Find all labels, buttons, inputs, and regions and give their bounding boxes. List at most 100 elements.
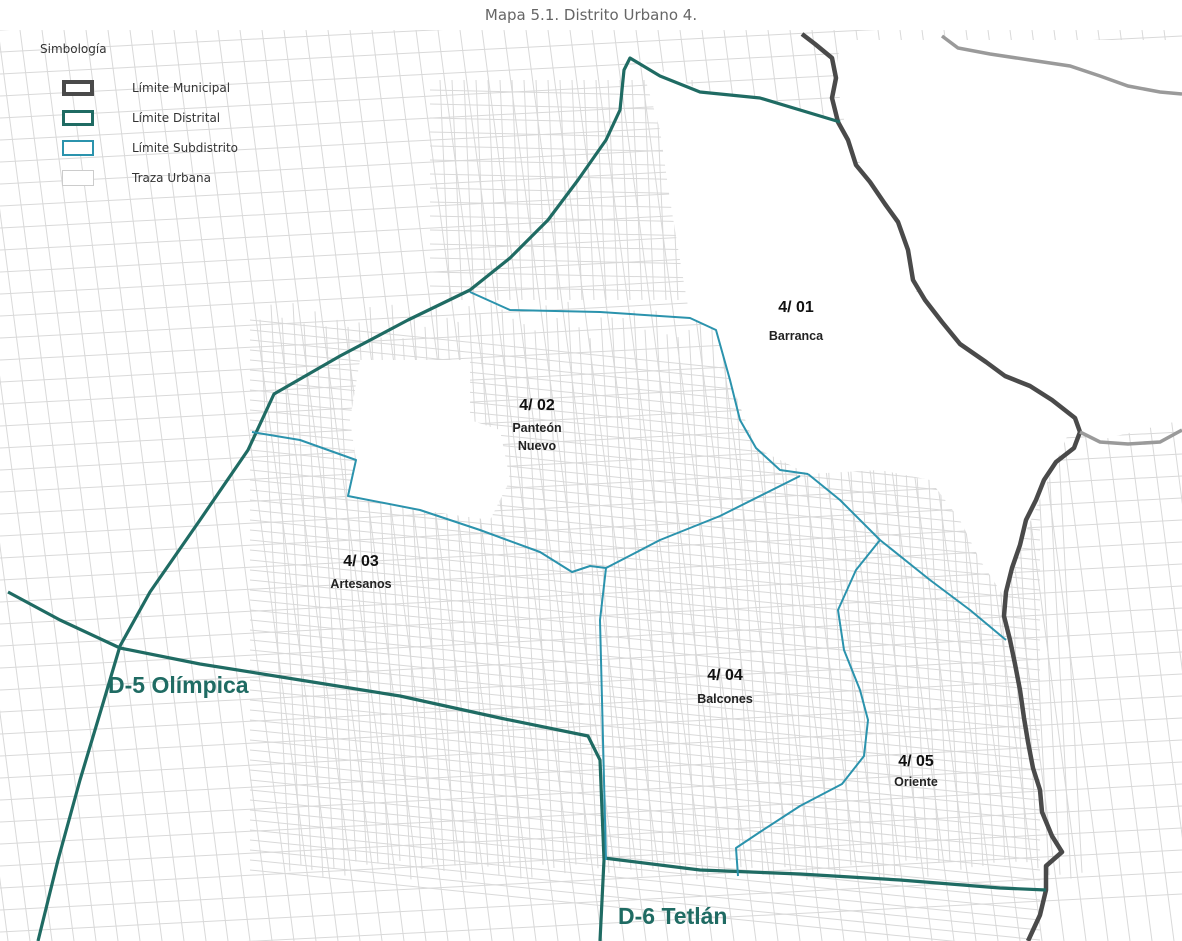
street-line	[429, 201, 701, 209]
street-line	[429, 173, 701, 181]
subdistrict-04-code: 4/ 04	[707, 667, 743, 684]
subdistrict-04-05-inner	[735, 539, 881, 877]
subdistrict-01-02-boundary	[469, 291, 809, 475]
street-line	[569, 30, 691, 941]
street-line	[429, 243, 701, 251]
district-5-6-boundary	[7, 590, 606, 941]
subdistrict-02-04-boundary	[605, 475, 801, 569]
subdistrict-03-code: 4/ 03	[343, 553, 379, 570]
district-4-boundary	[36, 56, 841, 941]
district-5-label: D-5 Olímpica	[108, 672, 249, 698]
street-line	[633, 310, 665, 865]
subdistrict-03-04-boundary	[599, 567, 607, 861]
street-line	[429, 229, 701, 237]
district-6-label: D-6 Tetlán	[618, 903, 727, 929]
street-line	[622, 318, 654, 869]
street-line	[249, 659, 1041, 741]
street-line	[249, 759, 1041, 841]
street-line	[249, 809, 1041, 891]
street-line	[607, 79, 619, 301]
legend-item-distrital: Límite Distrital	[62, 110, 282, 130]
street-line	[0, 607, 1182, 669]
street-line	[512, 318, 544, 865]
street-line	[249, 719, 1041, 801]
street-line	[283, 30, 405, 941]
district-labels: D-5 Olímpica D-6 Tetlán	[108, 672, 727, 929]
street-line	[0, 709, 31, 941]
street-line	[249, 749, 1041, 831]
street-line	[710, 312, 742, 868]
subdistrict-02-code: 4/ 02	[519, 397, 555, 414]
subdistrict-04-05-boundary	[807, 473, 1007, 641]
street-line	[249, 629, 1041, 711]
street-line	[468, 306, 500, 876]
street-line	[129, 30, 251, 941]
street-line	[688, 329, 720, 873]
cemetery-area	[348, 360, 510, 520]
street-line	[523, 324, 555, 869]
street-line	[699, 322, 731, 861]
street-line	[429, 215, 701, 223]
street-line	[666, 334, 698, 880]
street-line	[0, 375, 75, 941]
street-line	[249, 579, 1041, 661]
street-line	[249, 869, 957, 941]
street-line	[479, 314, 511, 868]
street-line	[429, 145, 701, 153]
municipal-boundary-top	[940, 34, 1182, 96]
street-line	[429, 187, 701, 195]
legend-label-subdistrito: Límite Subdistrito	[132, 141, 239, 155]
subdistrict-03-name: Artesanos	[330, 577, 391, 591]
district-6-top-boundary	[603, 856, 1047, 892]
subdistrict-labels: 4/ 01 Barranca 4/ 02 Panteón Nuevo 4/ 03…	[330, 299, 937, 789]
street-line	[249, 519, 1041, 601]
street-line	[631, 79, 643, 301]
street-line	[336, 319, 368, 865]
street-line	[151, 30, 273, 941]
legend-item-traza: Traza Urbana	[62, 170, 282, 190]
street-line	[611, 317, 643, 877]
street-line	[545, 305, 577, 865]
street-line	[583, 79, 595, 301]
street-line	[451, 79, 463, 301]
street-line	[303, 323, 335, 869]
street-line	[249, 649, 1041, 731]
map-canvas[interactable]: 4/ 01 Barranca 4/ 02 Panteón Nuevo 4/ 03…	[0, 30, 1182, 941]
street-line	[463, 79, 475, 301]
legend-label-municipal: Límite Municipal	[132, 81, 231, 95]
legend-swatch-municipal	[62, 80, 94, 96]
street-line	[0, 849, 1182, 911]
legend-swatch-subdistrito	[62, 140, 94, 156]
subdistrict-02-03-boundary	[251, 431, 607, 573]
street-line	[487, 79, 499, 301]
barranca-area	[640, 60, 1075, 600]
street-line	[249, 619, 1041, 701]
map-title: Mapa 5.1. Distrito Urbano 4.	[484, 6, 698, 24]
map-legend: Simbología Límite Municipal Límite Distr…	[40, 42, 270, 202]
street-line	[429, 117, 701, 125]
street-line	[249, 559, 1041, 641]
street-line	[0, 717, 1182, 779]
street-line	[732, 327, 764, 875]
street-line	[249, 799, 1041, 881]
street-line	[249, 509, 1041, 591]
street-line	[475, 79, 487, 301]
legend-item-municipal: Límite Municipal	[62, 80, 282, 100]
street-line	[249, 769, 1041, 851]
legend-item-subdistrito: Límite Subdistrito	[62, 140, 282, 160]
street-line	[595, 79, 607, 301]
subdistrict-02-name2: Nuevo	[518, 439, 557, 453]
street-line	[325, 326, 357, 862]
legend-label-traza: Traza Urbana	[132, 171, 211, 185]
subdistrict-01-name: Barranca	[769, 329, 824, 343]
street-line	[249, 709, 1041, 791]
street-line	[547, 79, 559, 301]
subdistrict-boundaries	[251, 291, 1007, 877]
street-line	[571, 79, 583, 301]
street-line	[0, 30, 444, 53]
street-line	[85, 30, 207, 941]
street-line	[195, 30, 317, 941]
legend-swatch-traza	[62, 170, 94, 186]
subdistrict-05-code: 4/ 05	[898, 753, 934, 770]
street-line	[490, 303, 522, 879]
